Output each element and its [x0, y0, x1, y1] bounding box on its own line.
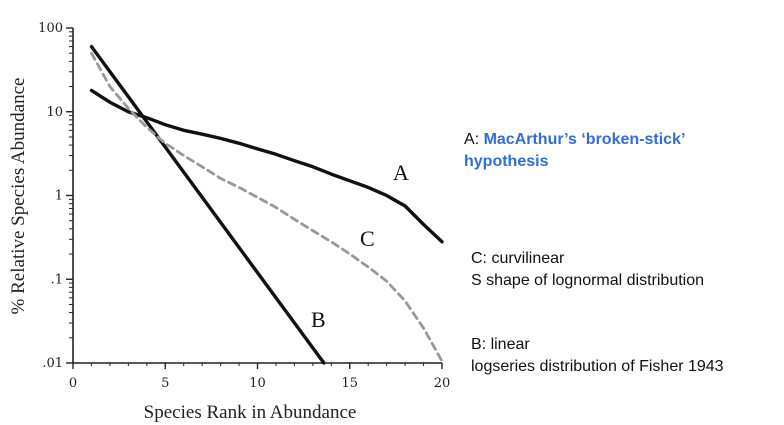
y-tick-label: 1: [55, 189, 63, 204]
x-tick-label: 15: [341, 376, 358, 391]
series-line-c: [90, 51, 444, 363]
x-tick-label: 20: [434, 376, 451, 391]
y-tick-label: 10: [46, 105, 63, 120]
curve-label-b: B: [311, 307, 326, 332]
x-tick-label: 5: [161, 376, 169, 391]
x-axis-title: Species Rank in Abundance: [144, 402, 357, 423]
annotation-c-line-2: S shape of lognormal distribution: [471, 272, 705, 289]
x-tick-label: 0: [69, 376, 77, 391]
annotation-c-line-1: C: curvilinear: [471, 250, 565, 267]
curve-label-c: C: [360, 226, 375, 251]
curve-label-a: A: [393, 160, 409, 185]
series-line-b: [89, 44, 326, 365]
annotation-b-line-2: logseries distribution of Fisher 1943: [471, 358, 724, 375]
x-tick-label: 10: [249, 376, 266, 391]
y-tick-label: .01: [42, 356, 63, 371]
series-line-a: [89, 88, 444, 244]
annotation-a: A: MacArthur’s ‘broken-stick’ hypothesis: [464, 129, 685, 173]
annotation-b: B: linear logseries distribution of Fish…: [471, 334, 724, 378]
annotation-c: C: curvilinear S shape of lognormal dist…: [471, 248, 704, 292]
annotation-a-title-2: hypothesis: [464, 153, 549, 170]
y-tick-label: 100: [38, 21, 63, 36]
y-tick-label: .1: [51, 272, 63, 287]
annotation-a-prefix: A:: [464, 131, 484, 148]
y-axis-title: % Relative Species Abundance: [8, 78, 29, 315]
annotation-b-line-1: B: linear: [471, 336, 530, 353]
annotation-a-title-1: MacArthur’s ‘broken-stick’: [483, 131, 686, 148]
